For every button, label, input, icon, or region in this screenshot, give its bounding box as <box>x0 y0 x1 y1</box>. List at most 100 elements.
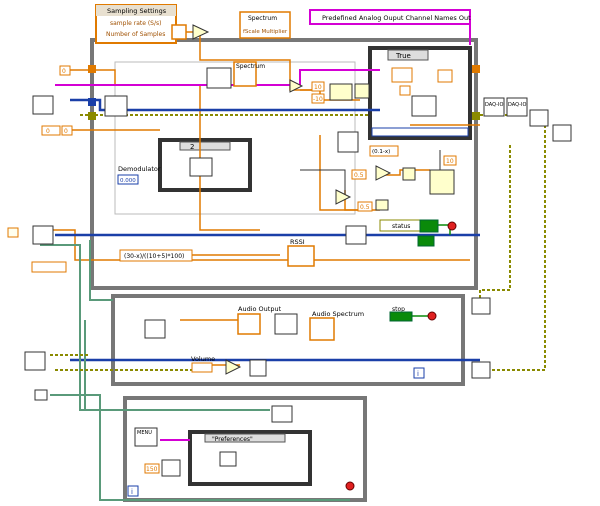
case-structure-2[interactable] <box>158 138 252 192</box>
menu-label: MENU <box>137 430 152 436</box>
daq-stop-node[interactable] <box>506 97 528 117</box>
error-handler-node[interactable] <box>529 109 549 127</box>
audio-volume-out[interactable] <box>471 361 491 379</box>
case-2-label: 2 <box>190 143 194 151</box>
preferences-subvi[interactable] <box>219 451 237 467</box>
in-range-node-2[interactable] <box>429 169 455 195</box>
audio-output-graph[interactable] <box>237 313 261 335</box>
const-zero-b[interactable] <box>41 125 61 136</box>
menu-index-i <box>127 485 139 497</box>
const-10-text: 10 <box>314 84 322 91</box>
add-node[interactable] <box>402 167 416 181</box>
menu-ref-icon[interactable] <box>34 389 48 401</box>
const-05-a-text: 0.5 <box>354 172 364 179</box>
daq-read-node[interactable] <box>104 95 128 117</box>
case-structure-true[interactable] <box>368 46 472 140</box>
audio-index-i-text: i <box>417 370 419 378</box>
neg-const[interactable] <box>375 199 389 211</box>
audio-daq-icon[interactable] <box>24 351 46 371</box>
daq-create-task-icon[interactable] <box>32 95 54 115</box>
stop-button[interactable] <box>389 311 413 322</box>
const-10[interactable] <box>311 81 325 92</box>
simple-error-node[interactable] <box>552 124 572 142</box>
const-150-text: 150 <box>146 466 158 473</box>
wire-error <box>479 145 511 310</box>
daq-read-rssi[interactable] <box>345 225 367 245</box>
case-inner-zero[interactable] <box>399 85 411 96</box>
preferences-case[interactable] <box>188 430 312 486</box>
menu-stop-terminal[interactable] <box>345 481 355 491</box>
shift-register-right[interactable] <box>472 112 480 120</box>
case-true-selector[interactable] <box>387 49 429 61</box>
case-2-selector[interactable] <box>179 141 231 151</box>
daq-write-node[interactable] <box>411 95 437 117</box>
const-05-a[interactable] <box>351 169 367 180</box>
const-zero-a-text: 0 <box>62 68 66 75</box>
audio-spectrum-graph[interactable] <box>309 317 335 341</box>
rssi-label: RSSI <box>290 238 305 246</box>
build-array-node[interactable] <box>32 225 54 245</box>
audio-while-loop[interactable] <box>111 294 465 386</box>
bool-const[interactable] <box>417 235 435 247</box>
case-true-label: True <box>395 52 411 60</box>
menu-node[interactable] <box>134 427 158 447</box>
or-node[interactable] <box>419 219 439 233</box>
spectrum-property-node[interactable] <box>239 11 291 39</box>
audio-output-label: Audio Output <box>238 305 282 313</box>
fft-spectrum-node[interactable] <box>206 67 232 89</box>
audio-fft-node[interactable] <box>274 313 298 335</box>
daq-write-outside[interactable] <box>483 97 505 117</box>
wire-pink <box>55 69 380 86</box>
const-05-b[interactable] <box>357 201 373 212</box>
const-150[interactable] <box>144 463 160 474</box>
demodulator-value: 0.000 <box>120 178 136 184</box>
case-2-node[interactable] <box>189 157 213 177</box>
case-inner-node[interactable] <box>391 67 413 83</box>
const-neg10-text: -10 <box>313 96 323 103</box>
status-label: status <box>392 223 410 230</box>
bool-to-number-node[interactable] <box>337 131 359 153</box>
const-zero-a[interactable] <box>59 65 71 76</box>
case-bottom-array[interactable] <box>371 127 469 137</box>
volume-multiply <box>225 359 242 375</box>
volume-control[interactable] <box>191 362 213 373</box>
shift-register-right[interactable] <box>472 65 480 73</box>
channel-names-out-indicator <box>309 9 471 25</box>
spectrum-top-title: Spectrum <box>248 15 277 22</box>
multiply-node-2 <box>375 165 392 181</box>
audio-read-node[interactable] <box>144 319 166 339</box>
wait-node[interactable] <box>161 459 181 477</box>
wire-blue <box>70 98 380 112</box>
case-inner-bool[interactable] <box>437 69 453 83</box>
compare-node[interactable] <box>354 83 370 99</box>
const-10-right[interactable] <box>443 155 457 166</box>
channel-names-out-label: Predefined Analog Ouput Channel Names Ou… <box>322 14 471 22</box>
daq-write-label: DAQ-IO <box>485 102 503 108</box>
demodulator-control[interactable] <box>117 174 139 185</box>
shift-register-left[interactable] <box>88 98 96 106</box>
sampling-cluster-title-bg <box>96 5 176 16</box>
stop-indicator[interactable] <box>447 221 457 231</box>
shift-register-left[interactable] <box>88 65 96 73</box>
spectrum-graph-terminal[interactable] <box>233 61 257 87</box>
in-range-node[interactable] <box>329 83 353 101</box>
loop-stop-terminal[interactable] <box>427 311 437 321</box>
audio-clear-node[interactable] <box>471 297 491 315</box>
sound-write-node[interactable] <box>249 359 267 377</box>
subtract-node <box>335 189 352 205</box>
spectrum-top-sub: fScale Multiplier <box>243 29 288 35</box>
help-node[interactable] <box>271 405 293 423</box>
const-neg10[interactable] <box>311 93 325 104</box>
formula-node-2[interactable] <box>119 249 193 262</box>
preferences-selector[interactable] <box>204 433 286 443</box>
shift-register-left[interactable] <box>88 112 96 120</box>
wire-green <box>50 394 350 501</box>
orange-terminal-left[interactable] <box>7 227 19 238</box>
wire-error <box>490 125 546 371</box>
rssi-indicator[interactable] <box>287 245 315 267</box>
numeric-array-const[interactable] <box>31 261 67 273</box>
wire-green <box>89 240 113 301</box>
formula-node-1[interactable] <box>369 145 399 157</box>
main-while-loop[interactable] <box>90 38 478 290</box>
const-zero-c[interactable] <box>61 125 73 136</box>
